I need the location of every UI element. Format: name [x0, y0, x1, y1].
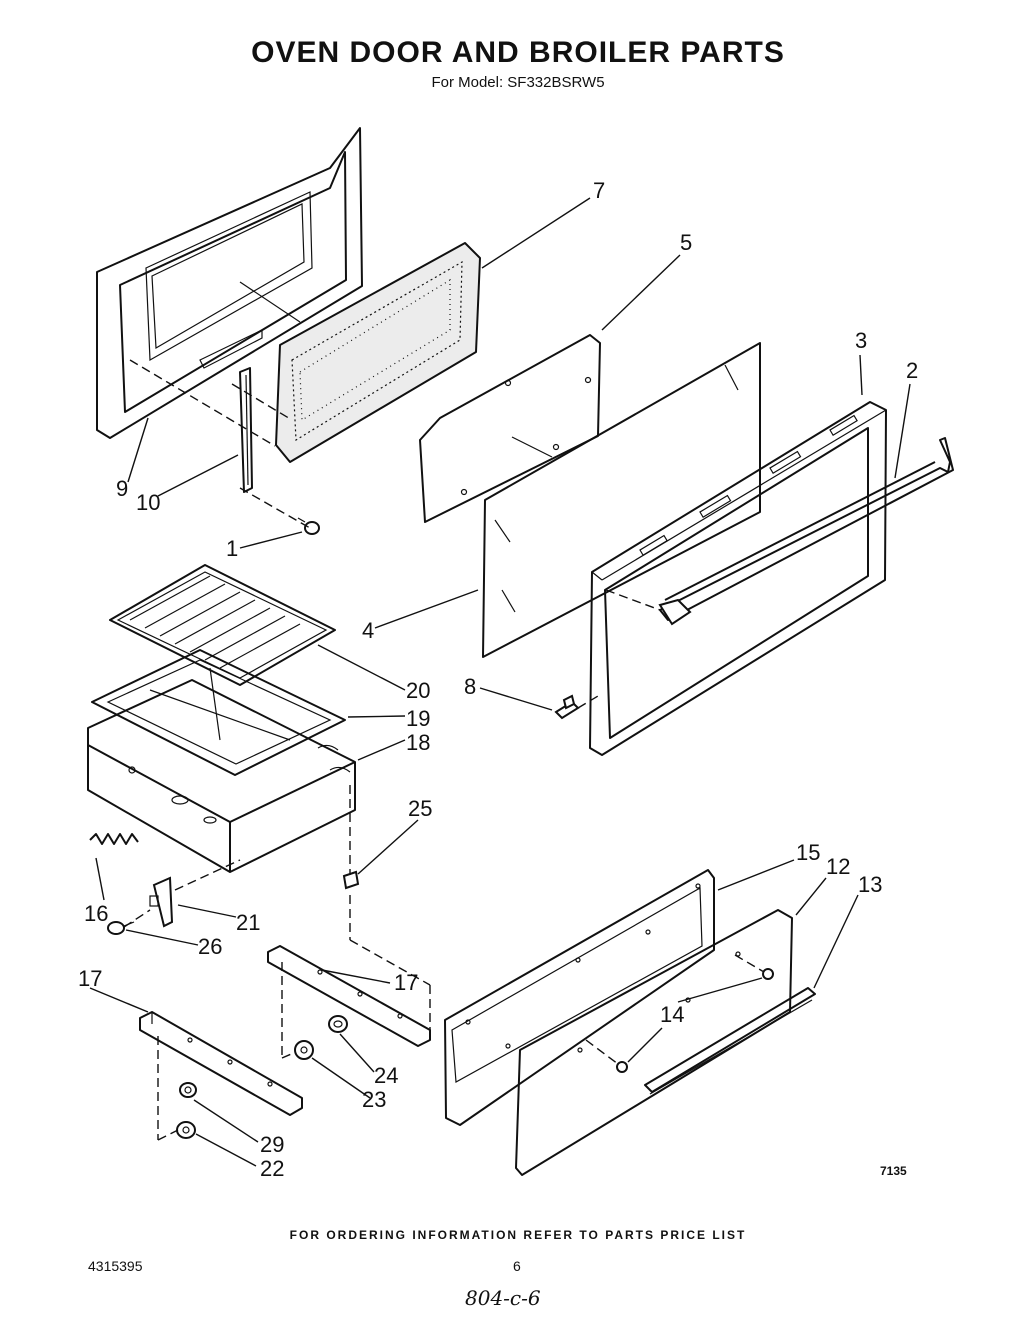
hinge-clip: [554, 694, 580, 720]
broiler-grid: [109, 564, 336, 686]
broiler-pan: [87, 679, 356, 873]
right-slide-bracket: [267, 945, 431, 1047]
door-insulation: [275, 242, 481, 463]
door-channel-strip: [239, 367, 253, 493]
callout-21: 21: [236, 910, 260, 935]
callout-23: 23: [362, 1087, 386, 1112]
outer-door-frame: [589, 401, 887, 756]
door-handle: [658, 437, 954, 626]
model-subtitle: For Model: SF332BSRW5: [431, 74, 605, 91]
callout-12: 12: [826, 854, 850, 879]
handle-spacer-upper: [762, 968, 774, 980]
handwritten-note: 804-c-6: [465, 1286, 541, 1310]
callout-2: 2: [906, 358, 918, 383]
left-slide-bracket: [139, 1011, 303, 1116]
callout-22: 22: [260, 1156, 284, 1181]
pan-clip: [342, 870, 360, 890]
callout-24: 24: [374, 1063, 398, 1088]
page-number: 6: [513, 1258, 521, 1274]
callout-17-left: 17: [78, 966, 102, 991]
callout-5: 5: [680, 230, 692, 255]
callout-19: 19: [406, 706, 430, 731]
callout-25: 25: [408, 796, 432, 821]
roller-29: [179, 1082, 197, 1098]
page-title: OVEN DOOR AND BROILER PARTS: [251, 36, 785, 69]
screw: [297, 517, 320, 535]
figure-code: 7135: [880, 1164, 907, 1178]
broiler-drawer-inner-panel: [444, 869, 715, 1126]
callout-14: 14: [660, 1002, 684, 1027]
callout-7: 7: [593, 178, 605, 203]
callout-18: 18: [406, 730, 430, 755]
broiler-drawer-front-panel: [515, 909, 793, 1176]
roller-22: [176, 1121, 196, 1139]
pan-bracket: [149, 876, 174, 928]
outer-door-glass: [482, 342, 761, 658]
callout-29: 29: [260, 1132, 284, 1157]
roller-24: [328, 1015, 348, 1033]
callout-labels: 7 5 3 2 9 10 1 4 8 20 19 18 25 16 21 26 …: [78, 178, 918, 1181]
spring: [89, 833, 139, 845]
bracket-screw: [107, 921, 135, 935]
callout-9: 9: [116, 476, 128, 501]
callout-17-right: 17: [394, 970, 418, 995]
handle-spacer-lower: [616, 1061, 628, 1073]
callout-13: 13: [858, 872, 882, 897]
inner-door-panel: [96, 127, 363, 439]
assembly-lines: [123, 359, 765, 1141]
callout-26: 26: [198, 934, 222, 959]
ordering-info-note: FOR ORDERING INFORMATION REFER TO PARTS …: [289, 1228, 747, 1242]
callout-15: 15: [796, 840, 820, 865]
callout-leaders: [89, 197, 911, 1167]
roller-23: [294, 1040, 314, 1060]
callout-8: 8: [464, 674, 476, 699]
broiler-rack: [91, 649, 346, 776]
callout-16: 16: [84, 901, 108, 926]
document-number: 4315395: [88, 1258, 143, 1274]
callout-20: 20: [406, 678, 430, 703]
callout-1: 1: [226, 536, 238, 561]
callout-4: 4: [362, 618, 374, 643]
callout-3: 3: [855, 328, 867, 353]
callout-10: 10: [136, 490, 160, 515]
broiler-drawer-handle: [644, 987, 816, 1095]
